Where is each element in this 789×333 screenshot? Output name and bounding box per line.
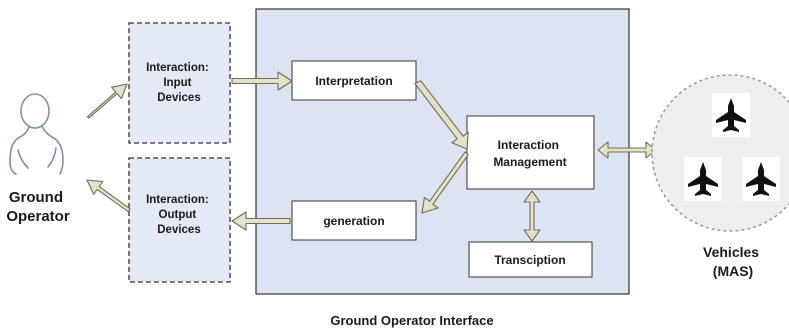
interaction-management-box: [466, 115, 595, 190]
ground-operator-label: Ground Operator: [6, 189, 70, 225]
operator-to-input-arrow: [86, 83, 128, 119]
input-devices-label: Interaction: Input Devices: [146, 62, 212, 104]
interpretation-to-management-arrow: [414, 80, 469, 150]
output-devices-label: Interaction: Output Devices: [146, 194, 212, 236]
output-to-operator-arrow: [86, 179, 131, 213]
input-to-interpretation-arrow: [231, 71, 293, 91]
management-to-generation-arrow: [421, 151, 469, 214]
interpretation-box: [291, 60, 417, 101]
interface-label: Ground Operator Interface: [330, 313, 493, 328]
generation-label: generation: [323, 214, 384, 228]
transcription-box: [468, 241, 593, 278]
jet-icon: [712, 93, 750, 137]
person-icon: [9, 93, 64, 175]
transcription-label: Transciption: [494, 253, 565, 267]
interaction-management-label: Interaction Management: [493, 138, 566, 169]
interpretation-label: Interpretation: [315, 74, 392, 88]
generation-box: [291, 200, 417, 241]
generation-to-output-arrow: [231, 211, 291, 231]
output-devices-box: [128, 157, 231, 283]
jet-icon: [742, 157, 780, 201]
jet-icon: [684, 157, 722, 201]
input-devices-box: [128, 22, 231, 144]
management-transcription-arrow: [523, 190, 541, 242]
vehicles-label: Vehicles (MAS): [703, 244, 763, 279]
